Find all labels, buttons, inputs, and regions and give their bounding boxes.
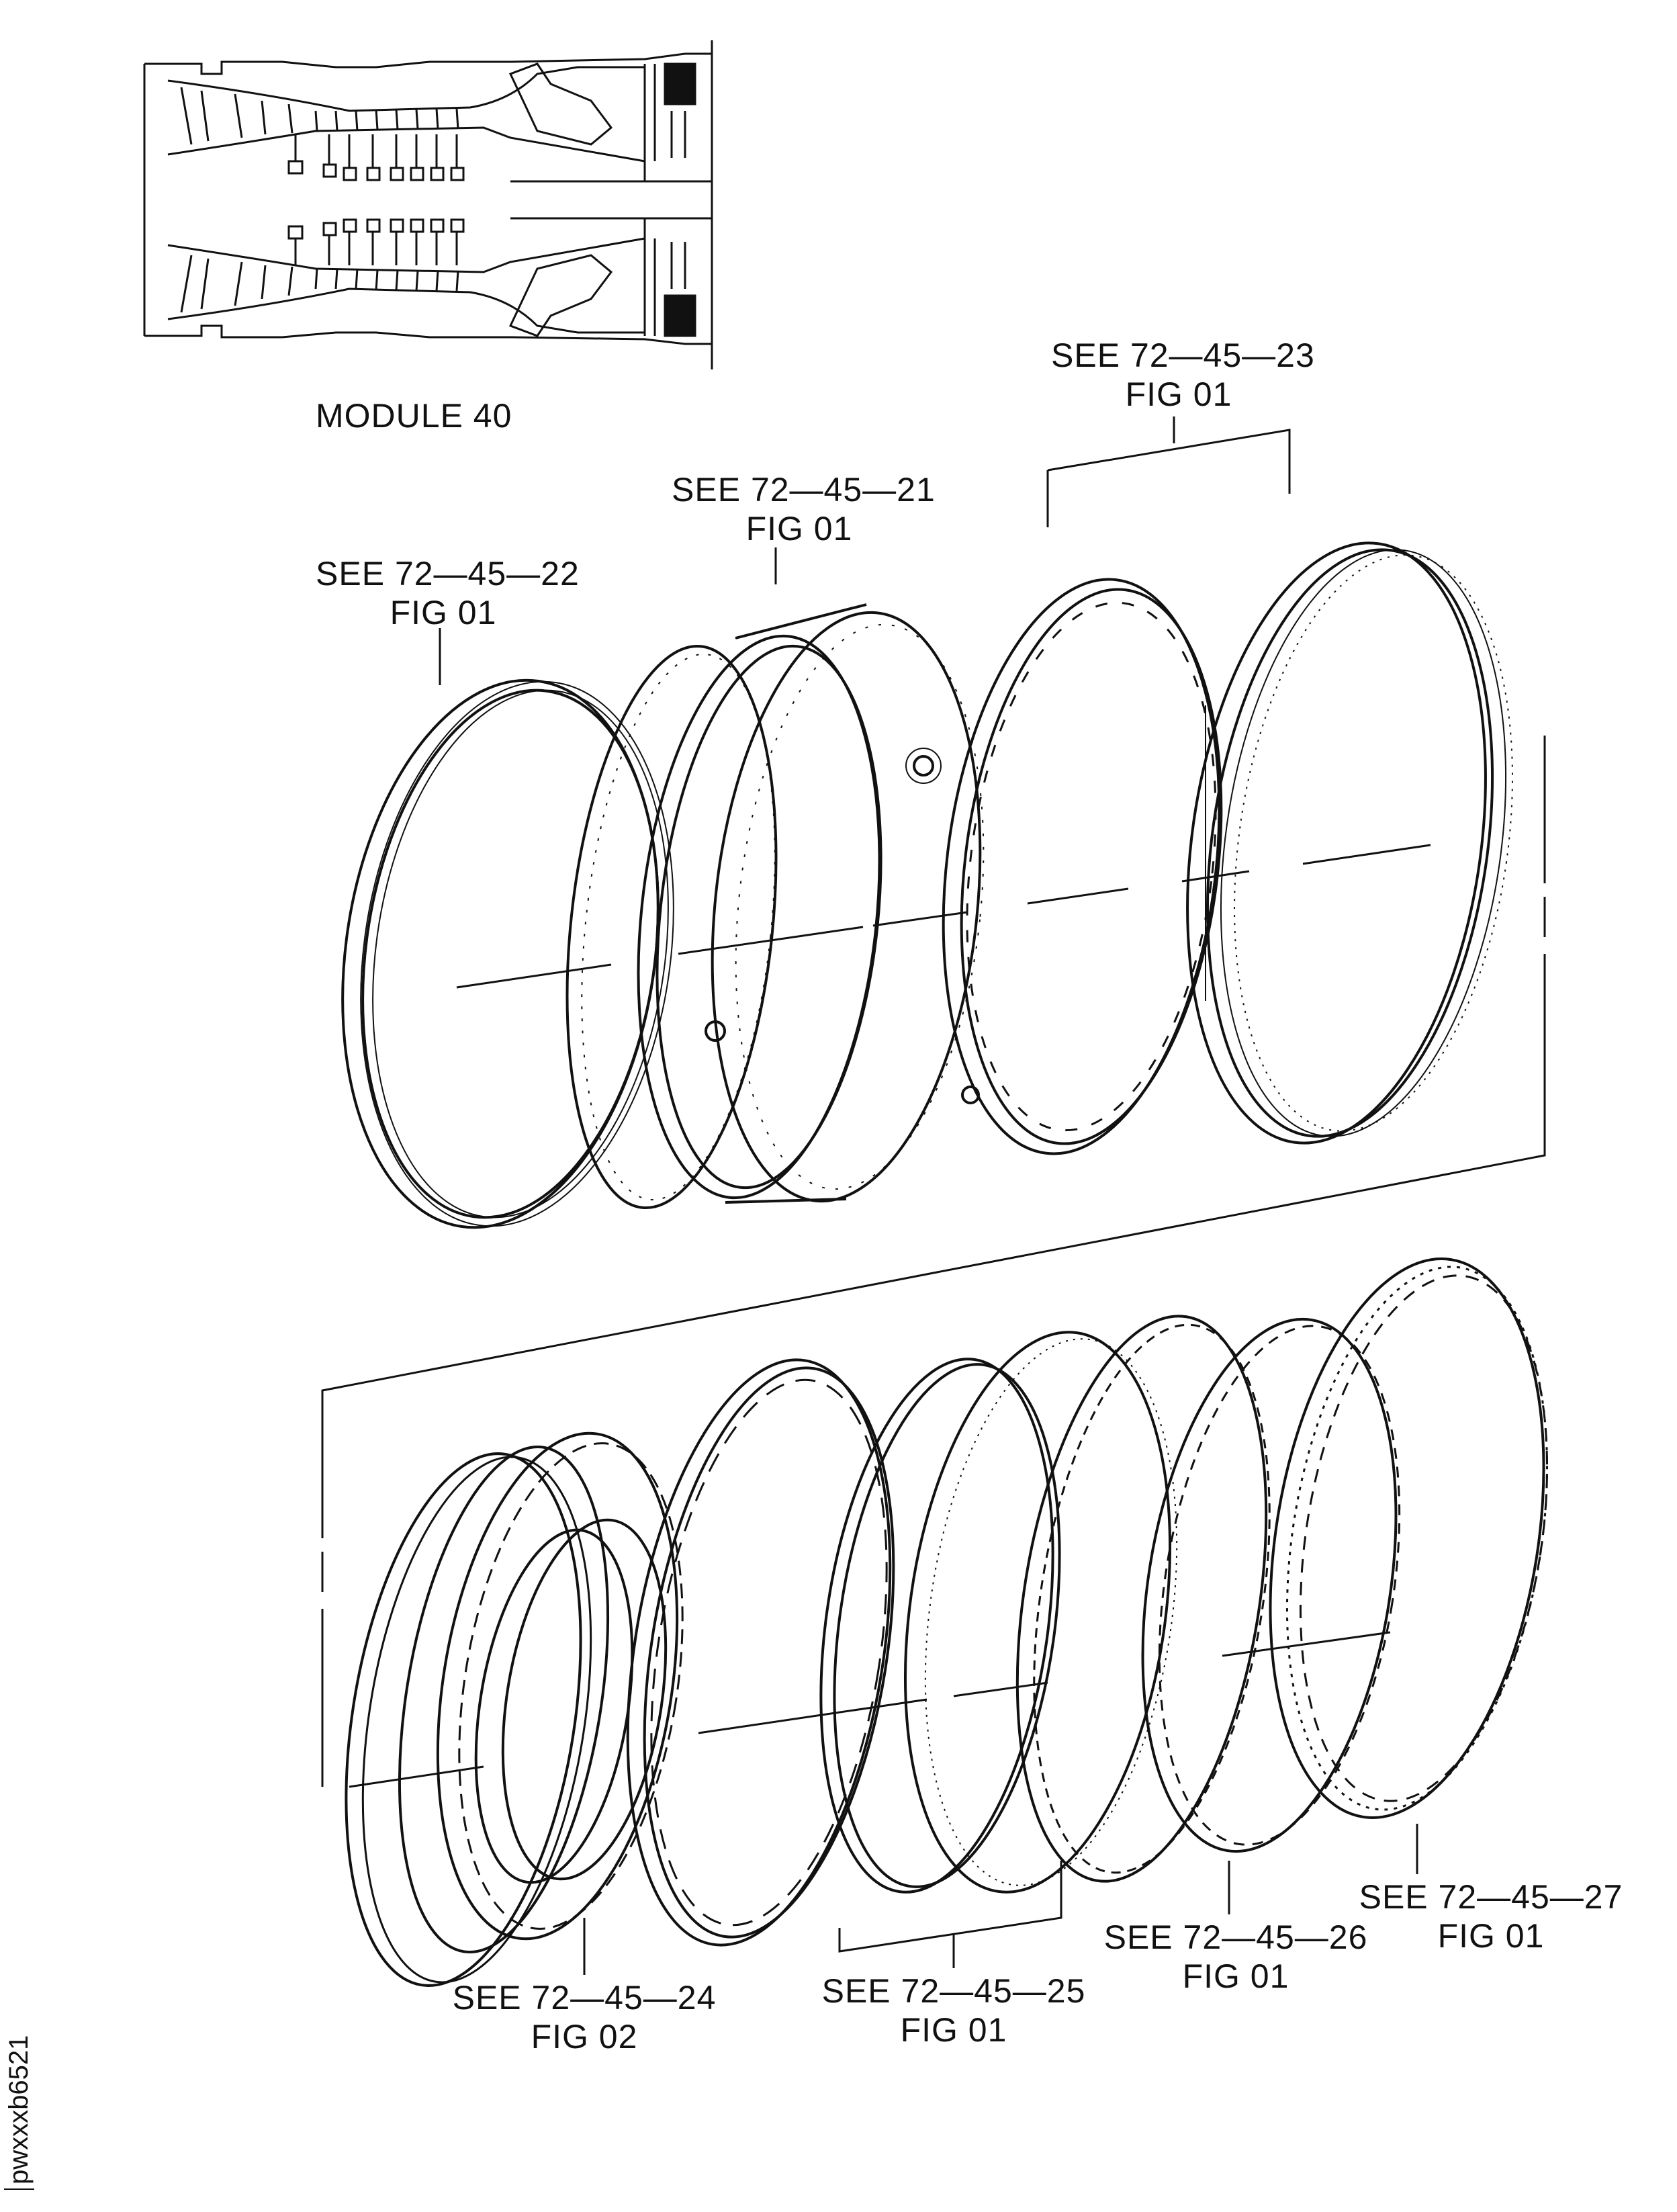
callout-fig: FIG 01	[900, 2011, 1007, 2049]
ring-72-45-25	[626, 1331, 1178, 1947]
callout-72-45-22: SEE 72—45—22 FIG 01	[316, 554, 580, 632]
callout-72-45-24: SEE 72—45—24 FIG 02	[450, 1978, 719, 2056]
callout-72-45-21: SEE 72—45—21 FIG 01	[672, 470, 936, 548]
callout-fig: FIG 01	[1437, 1917, 1545, 1955]
ring-72-45-24	[345, 1431, 684, 1987]
callout-fig: FIG 01	[745, 510, 853, 547]
figure-id: pwxxxb6521	[4, 2035, 34, 2190]
ring-72-45-22	[341, 678, 674, 1229]
callout-fig: FIG 01	[390, 594, 497, 631]
ring-72-45-26	[1015, 1315, 1401, 1883]
callout-ref: SEE 72—45—25	[821, 1972, 1086, 2010]
callout-72-45-27: SEE 72—45—27 FIG 01	[1350, 1877, 1632, 1955]
ring-72-45-21	[565, 603, 985, 1209]
assembly-axis-link	[321, 736, 1546, 1787]
engine-cross-section	[143, 40, 713, 369]
module-caption: MODULE 40	[316, 397, 512, 435]
callout-ref: SEE 72—45—23	[1051, 337, 1315, 374]
callout-fig: FIG 02	[531, 2018, 638, 2055]
ring-72-45-23	[942, 541, 1513, 1155]
leader-lines	[439, 416, 1418, 1975]
callout-72-45-26: SEE 72—45—26 FIG 01	[1101, 1918, 1370, 1996]
callout-fig: FIG 01	[1125, 375, 1232, 413]
callout-ref: SEE 72—45—21	[672, 471, 936, 508]
lower-centerline	[349, 1631, 1391, 1788]
callout-ref: SEE 72—45—24	[452, 1979, 717, 2017]
callout-ref: SEE 72—45—22	[316, 555, 580, 592]
callout-ref: SEE 72—45—27	[1359, 1878, 1623, 1916]
ring-72-45-27	[1269, 1257, 1549, 1819]
callout-72-45-25: SEE 72—45—25 FIG 01	[819, 1972, 1088, 2049]
callout-72-45-23: SEE 72—45—23 FIG 01	[1051, 336, 1315, 414]
callout-fig: FIG 01	[1182, 1957, 1289, 1995]
callout-ref: SEE 72—45—26	[1103, 1918, 1368, 1956]
